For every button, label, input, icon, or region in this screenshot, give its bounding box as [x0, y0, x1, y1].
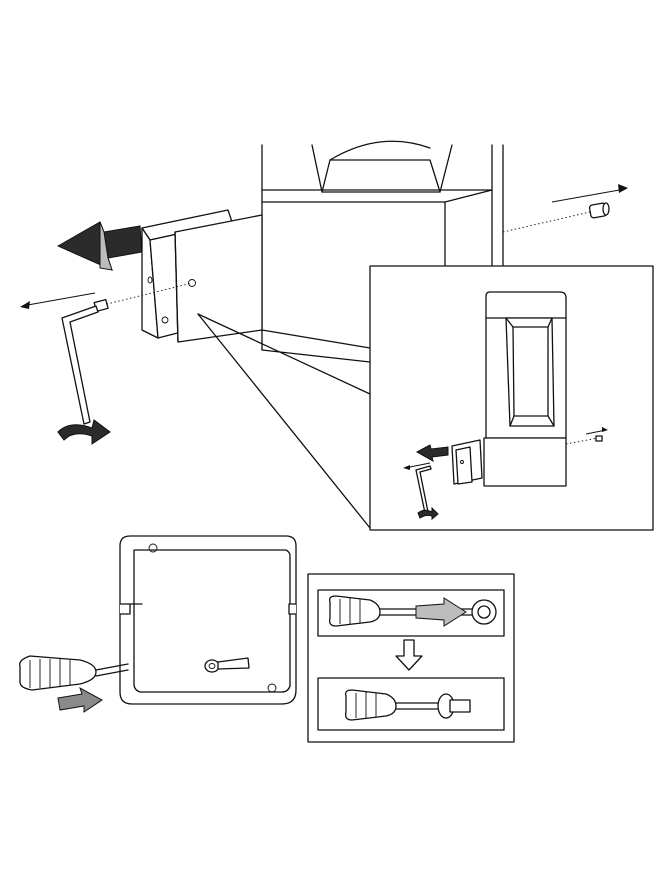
screwdriver-icon	[19, 655, 129, 691]
allen-key-icon	[61, 305, 99, 425]
mount-plate-front	[119, 535, 297, 705]
inset-overview	[369, 265, 654, 531]
mounting-plate	[141, 209, 371, 349]
screw-inset	[307, 573, 515, 743]
remove-arrow-icon	[56, 221, 143, 271]
push-arrow-icon	[57, 686, 103, 713]
rotate-arrow-icon	[57, 419, 111, 445]
grub-screw-left	[20, 282, 193, 313]
grub-screw-right	[502, 184, 628, 233]
callout-lines	[197, 313, 371, 529]
